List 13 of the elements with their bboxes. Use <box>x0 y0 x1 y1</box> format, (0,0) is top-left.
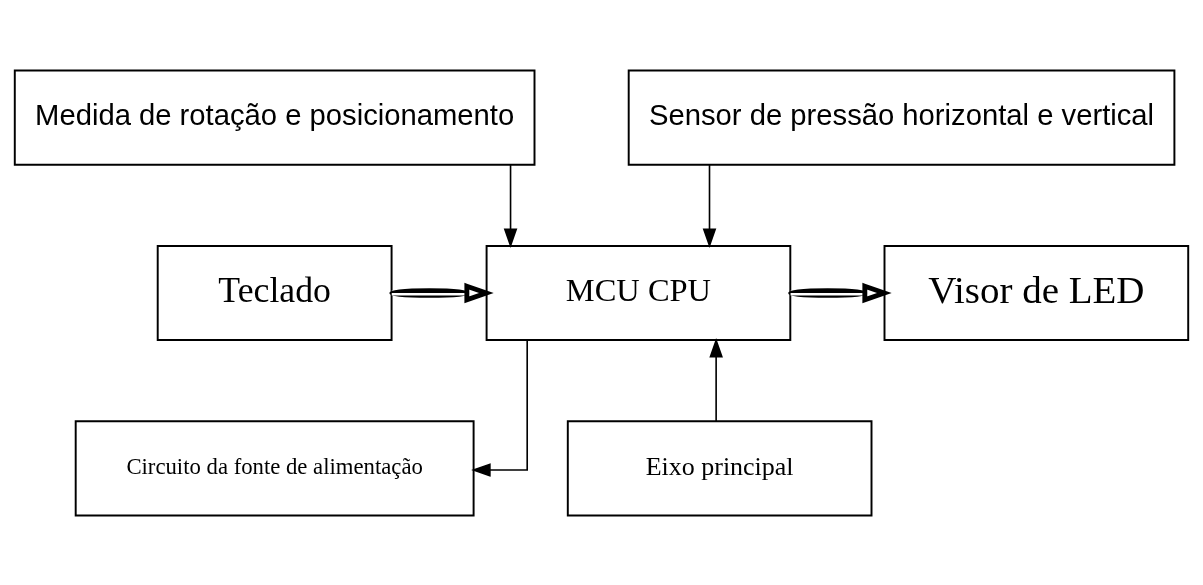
node-box: Teclado <box>156 244 393 341</box>
node-box: MCU CPU <box>485 244 792 341</box>
node-box: Sensor de pressão horizontal e vertical <box>627 69 1176 166</box>
arrow <box>709 337 723 422</box>
node-box: Eixo principal <box>566 419 873 516</box>
arrow <box>702 163 717 248</box>
arrow <box>789 282 892 303</box>
arrow <box>390 282 494 303</box>
node-box: Circuito da fonte de alimentação <box>74 419 475 516</box>
node-box: Visor de LED <box>883 244 1190 341</box>
arrow <box>503 163 518 248</box>
arrow <box>471 339 528 477</box>
node-box: Medida de rotação e posicionamento <box>13 69 536 166</box>
